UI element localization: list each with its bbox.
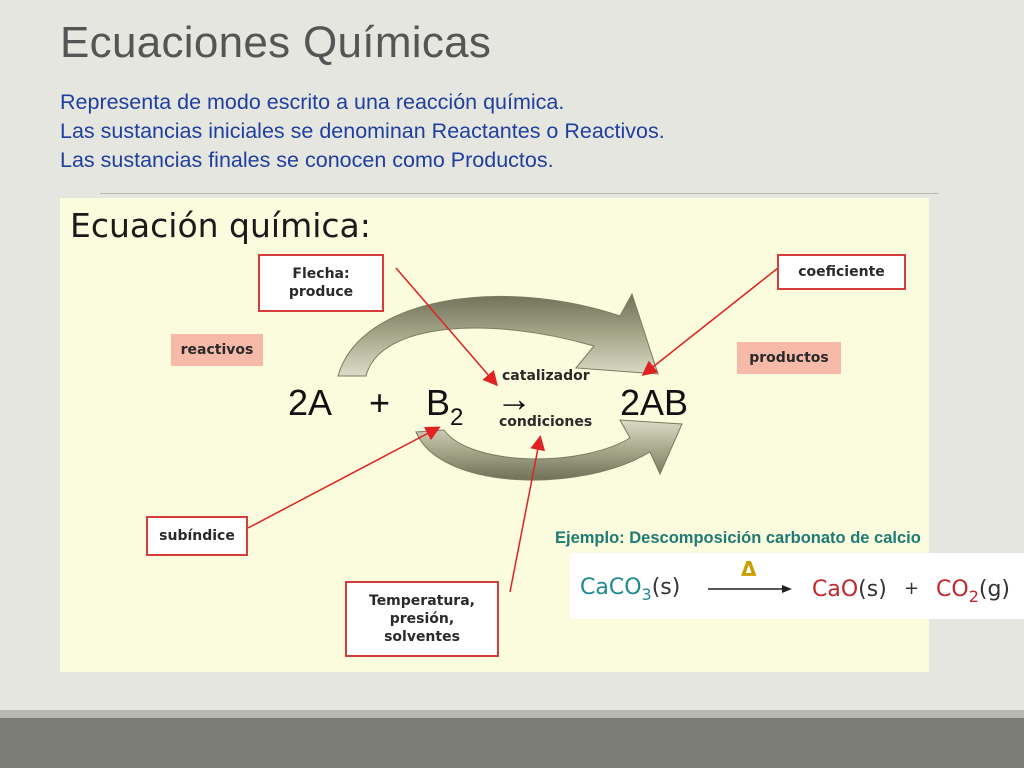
bullet-reactants: Las sustancias iniciales se denominan Re… xyxy=(60,119,665,143)
bullet-list: Representa de modo escrito a una reacció… xyxy=(60,88,665,175)
heat-symbol: Δ xyxy=(741,557,757,581)
diagram-heading: Ecuación química: xyxy=(70,206,371,245)
product2-formula: CO xyxy=(936,577,969,602)
equation-term-B2: B2 xyxy=(426,382,463,431)
slide-title: Ecuaciones Químicas xyxy=(60,18,492,67)
footer-band-light xyxy=(0,710,1024,718)
subscript-box: subíndice xyxy=(146,516,248,556)
product2-state: (g) xyxy=(978,577,1011,602)
reactant-formula: CaCO xyxy=(580,575,642,600)
example-reactant: CaCO3(s) xyxy=(580,575,681,604)
arrow-meaning-box: Flecha: produce xyxy=(258,254,384,312)
pointer-conditions xyxy=(509,435,546,593)
bottom-cycle-arrow xyxy=(415,419,683,481)
reaction-arrow: → xyxy=(496,378,532,419)
term-B-subscript: 2 xyxy=(450,404,464,431)
reactant-state: (s) xyxy=(651,575,681,600)
coefficient-box: coeficiente xyxy=(777,254,906,290)
product1-formula: CaO xyxy=(812,577,859,602)
product2-subscript: 2 xyxy=(968,587,979,606)
equation-plus: + xyxy=(369,382,391,423)
bullet-definition: Representa de modo escrito a una reacció… xyxy=(60,90,565,114)
above-arrow-label: catalizador xyxy=(502,368,590,384)
example-plus: + xyxy=(904,578,920,599)
pointer-subscript xyxy=(247,426,441,529)
pointer-arrow-to-catalyst xyxy=(395,267,498,387)
product1-state: (s) xyxy=(858,577,887,602)
conditions-box: Temperatura, presión, solventes xyxy=(345,581,499,657)
title-divider xyxy=(100,193,938,194)
example-product-2: CO2(g) xyxy=(936,577,1011,606)
bullet-products: Las sustancias finales se conocen como P… xyxy=(60,148,554,172)
products-label: productos xyxy=(737,342,841,374)
example-label: Ejemplo: Descomposición carbonato de cal… xyxy=(555,529,921,547)
footer-band-dark xyxy=(0,718,1024,768)
equation-diagram-panel: Ecuación química: Flecha xyxy=(60,198,929,672)
example-arrow xyxy=(708,585,792,593)
equation-product-2AB: 2AB xyxy=(620,382,689,423)
top-cycle-arrow xyxy=(337,292,659,377)
reactants-label: reactivos xyxy=(171,334,263,366)
example-equation: CaCO3(s) Δ CaO(s) + CO2(g) xyxy=(570,553,1024,619)
example-product-1: CaO(s) xyxy=(812,577,887,602)
diagram-arrows xyxy=(247,267,779,593)
pointer-coefficient xyxy=(641,267,779,376)
equation-term-2A: 2A xyxy=(288,382,333,423)
reactant-subscript: 3 xyxy=(641,585,652,604)
below-arrow-label: condiciones xyxy=(499,414,593,430)
term-B-base: B xyxy=(426,382,451,423)
